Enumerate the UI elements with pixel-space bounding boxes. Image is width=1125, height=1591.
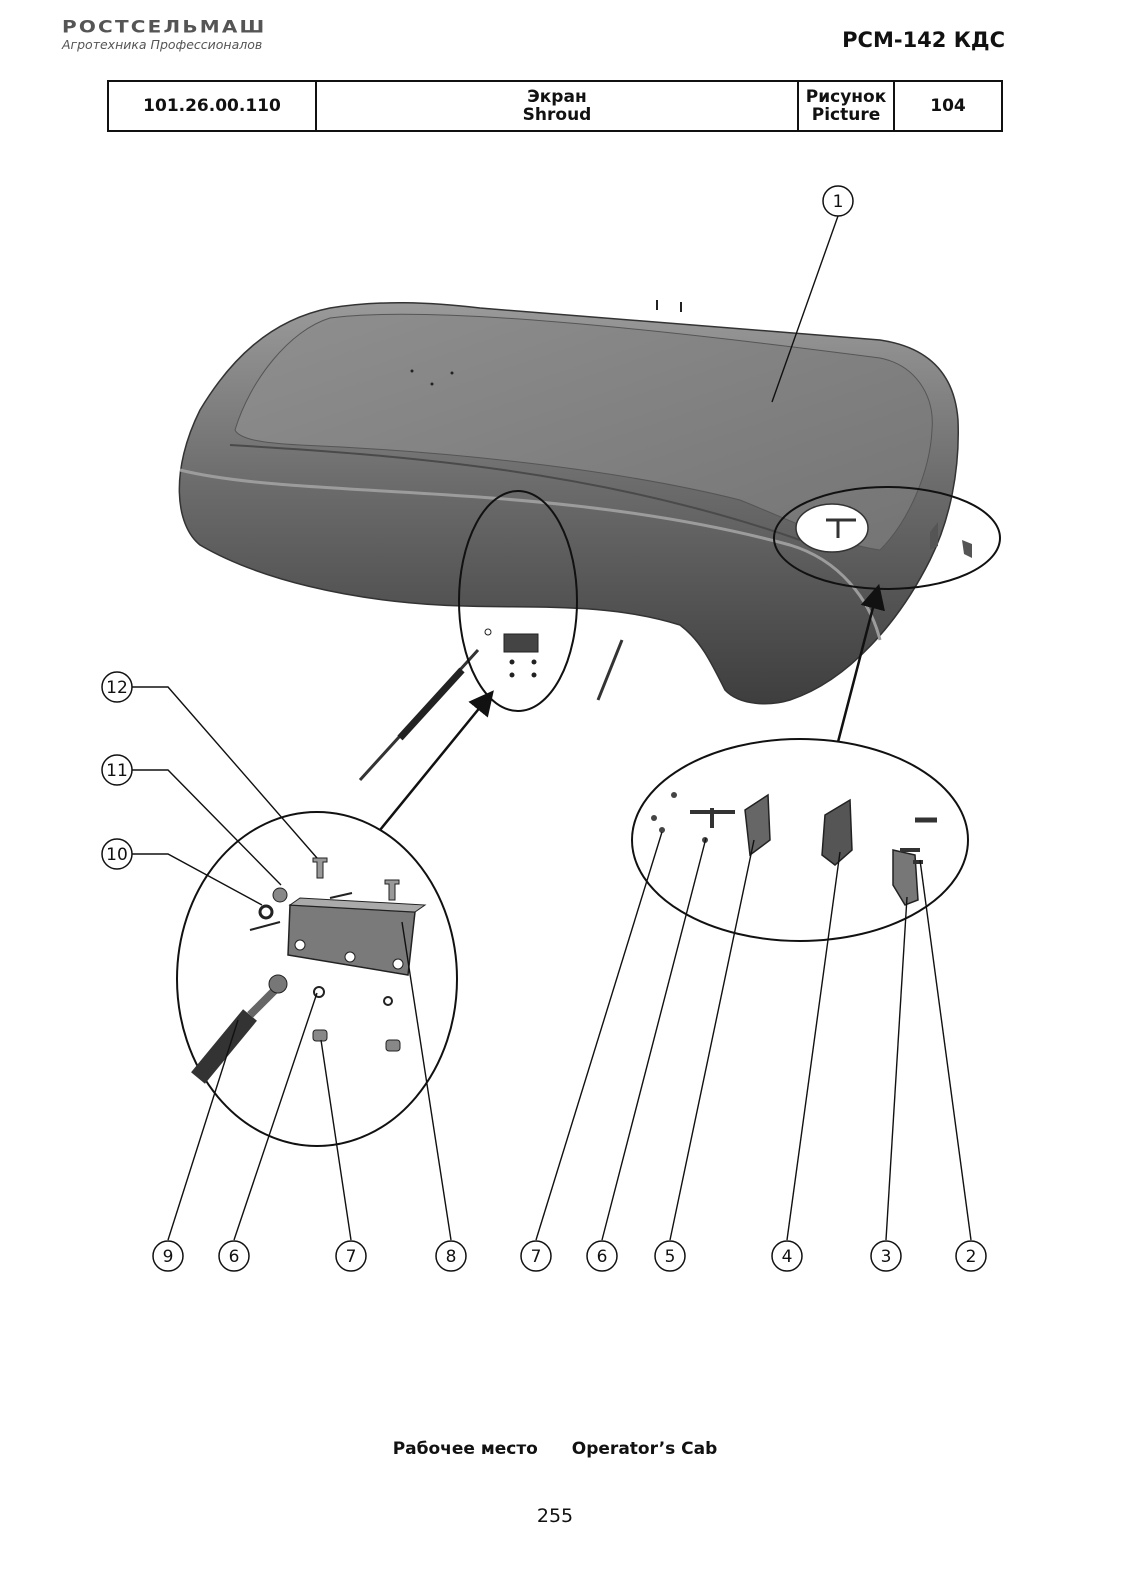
picture-label-en: Picture (811, 105, 881, 125)
part-name-en: Shroud (522, 105, 592, 125)
arrow-to-center (379, 690, 494, 831)
callout-8-label: 8 (446, 1247, 457, 1267)
gas-strut-9 (358, 639, 624, 782)
part-name-ru: Экран (527, 87, 587, 107)
title-block: 101.26.00.110 Экран Shroud Рисунок Pictu… (107, 80, 1003, 132)
callout-12-label: 12 (106, 678, 128, 698)
callout-markers: 1 12 11 10 9 6 7 8 (101, 185, 987, 1272)
part-number: 101.26.00.110 (143, 96, 281, 116)
callout-9-label: 9 (163, 1247, 174, 1267)
callout-9: 9 (152, 1240, 184, 1272)
callout-1: 1 (822, 185, 854, 217)
detail-circle-center (458, 490, 578, 712)
model-title: РСМ-142 КДС (842, 28, 1005, 52)
brand-name: РОСТСЕЛЬМАШ (62, 16, 267, 37)
section-footer: Рабочее место Operator’s Cab (0, 1439, 1110, 1459)
callout-7-left-label: 7 (346, 1247, 357, 1267)
callout-10: 10 (101, 838, 133, 870)
picture-number: 104 (930, 96, 966, 116)
callout-3-label: 3 (881, 1247, 892, 1267)
picture-label-ru: Рисунок (805, 87, 887, 107)
callout-8: 8 (435, 1240, 467, 1272)
detail-circle-right (773, 486, 1001, 590)
callout-10-label: 10 (106, 845, 128, 865)
section-name-ru: Рабочее место (392, 1439, 538, 1459)
callout-2-label: 2 (966, 1247, 977, 1267)
callout-7-right-label: 7 (531, 1247, 542, 1267)
callout-2: 2 (955, 1240, 987, 1272)
callout-3: 3 (870, 1240, 902, 1272)
callout-7-right: 7 (520, 1240, 552, 1272)
callout-4: 4 (771, 1240, 803, 1272)
detail-circle-left-exploded (176, 811, 458, 1147)
callout-11-label: 11 (106, 761, 128, 781)
callout-4-label: 4 (782, 1247, 793, 1267)
callout-6-right-label: 6 (597, 1247, 608, 1267)
callout-12: 12 (101, 671, 133, 703)
detail-circle-right-exploded (631, 738, 969, 942)
page-number: 255 (536, 1505, 574, 1527)
picture-label-cell: Рисунок Picture (799, 82, 895, 130)
part-number-cell: 101.26.00.110 (109, 82, 317, 130)
callout-5: 5 (654, 1240, 686, 1272)
part-name-cell: Экран Shroud (317, 82, 799, 130)
callout-1-label: 1 (833, 192, 844, 212)
callout-7-left: 7 (335, 1240, 367, 1272)
picture-number-cell: 104 (895, 82, 1001, 130)
exploded-view-drawing: 1 12 11 10 9 6 7 8 (101, 185, 1001, 1272)
brand-tagline: Агротехника Профессионалов (62, 37, 263, 52)
leader-lines (132, 215, 972, 1241)
callout-5-label: 5 (665, 1247, 676, 1267)
shroud-part-1 (178, 300, 959, 705)
section-name-en: Operator’s Cab (571, 1439, 718, 1459)
brand-logo: РОСТСЕЛЬМАШ Агротехника Профессионалов (62, 18, 322, 52)
callout-6-left-label: 6 (229, 1247, 240, 1267)
callout-6-left: 6 (218, 1240, 250, 1272)
callout-11: 11 (101, 754, 133, 786)
arrow-to-right (836, 583, 885, 743)
callout-6-right: 6 (586, 1240, 618, 1272)
